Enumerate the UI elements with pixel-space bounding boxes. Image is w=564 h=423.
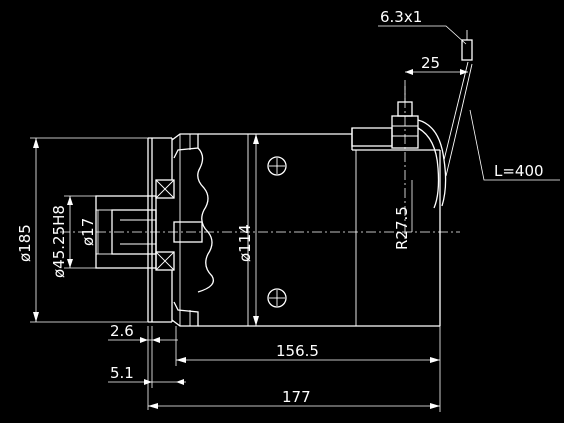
body-length-label: 156.5: [276, 342, 319, 360]
terminal-block: [351, 86, 419, 149]
centerlines: [60, 80, 460, 240]
terminal-offset-label: 25: [421, 54, 440, 72]
lead-wires: [417, 30, 473, 209]
front-bearing: [155, 179, 175, 271]
radius-label: R27.5: [393, 206, 411, 250]
end-bracket: [171, 133, 215, 327]
lead-length-label: L=400: [494, 162, 544, 180]
wire-gauge-label: 6.3x1: [380, 8, 422, 26]
motor-body: [198, 128, 441, 327]
flange-thickness-label: 2.6: [110, 322, 134, 340]
overall-length-label: 177: [282, 388, 311, 406]
body-diameter-label: ø114: [236, 224, 254, 262]
pilot-diameter-label: ø45.25H8: [50, 205, 68, 278]
upper-field-bolt: [267, 156, 287, 176]
flange-diameter-label: ø185: [16, 224, 34, 262]
shaft-diameter-label: ø17: [79, 218, 97, 246]
flange-outline: [147, 137, 173, 323]
pilot-length-label: 5.1: [110, 364, 134, 382]
lower-field-bolt: [267, 288, 287, 308]
dimension-arrows: [33, 69, 468, 409]
